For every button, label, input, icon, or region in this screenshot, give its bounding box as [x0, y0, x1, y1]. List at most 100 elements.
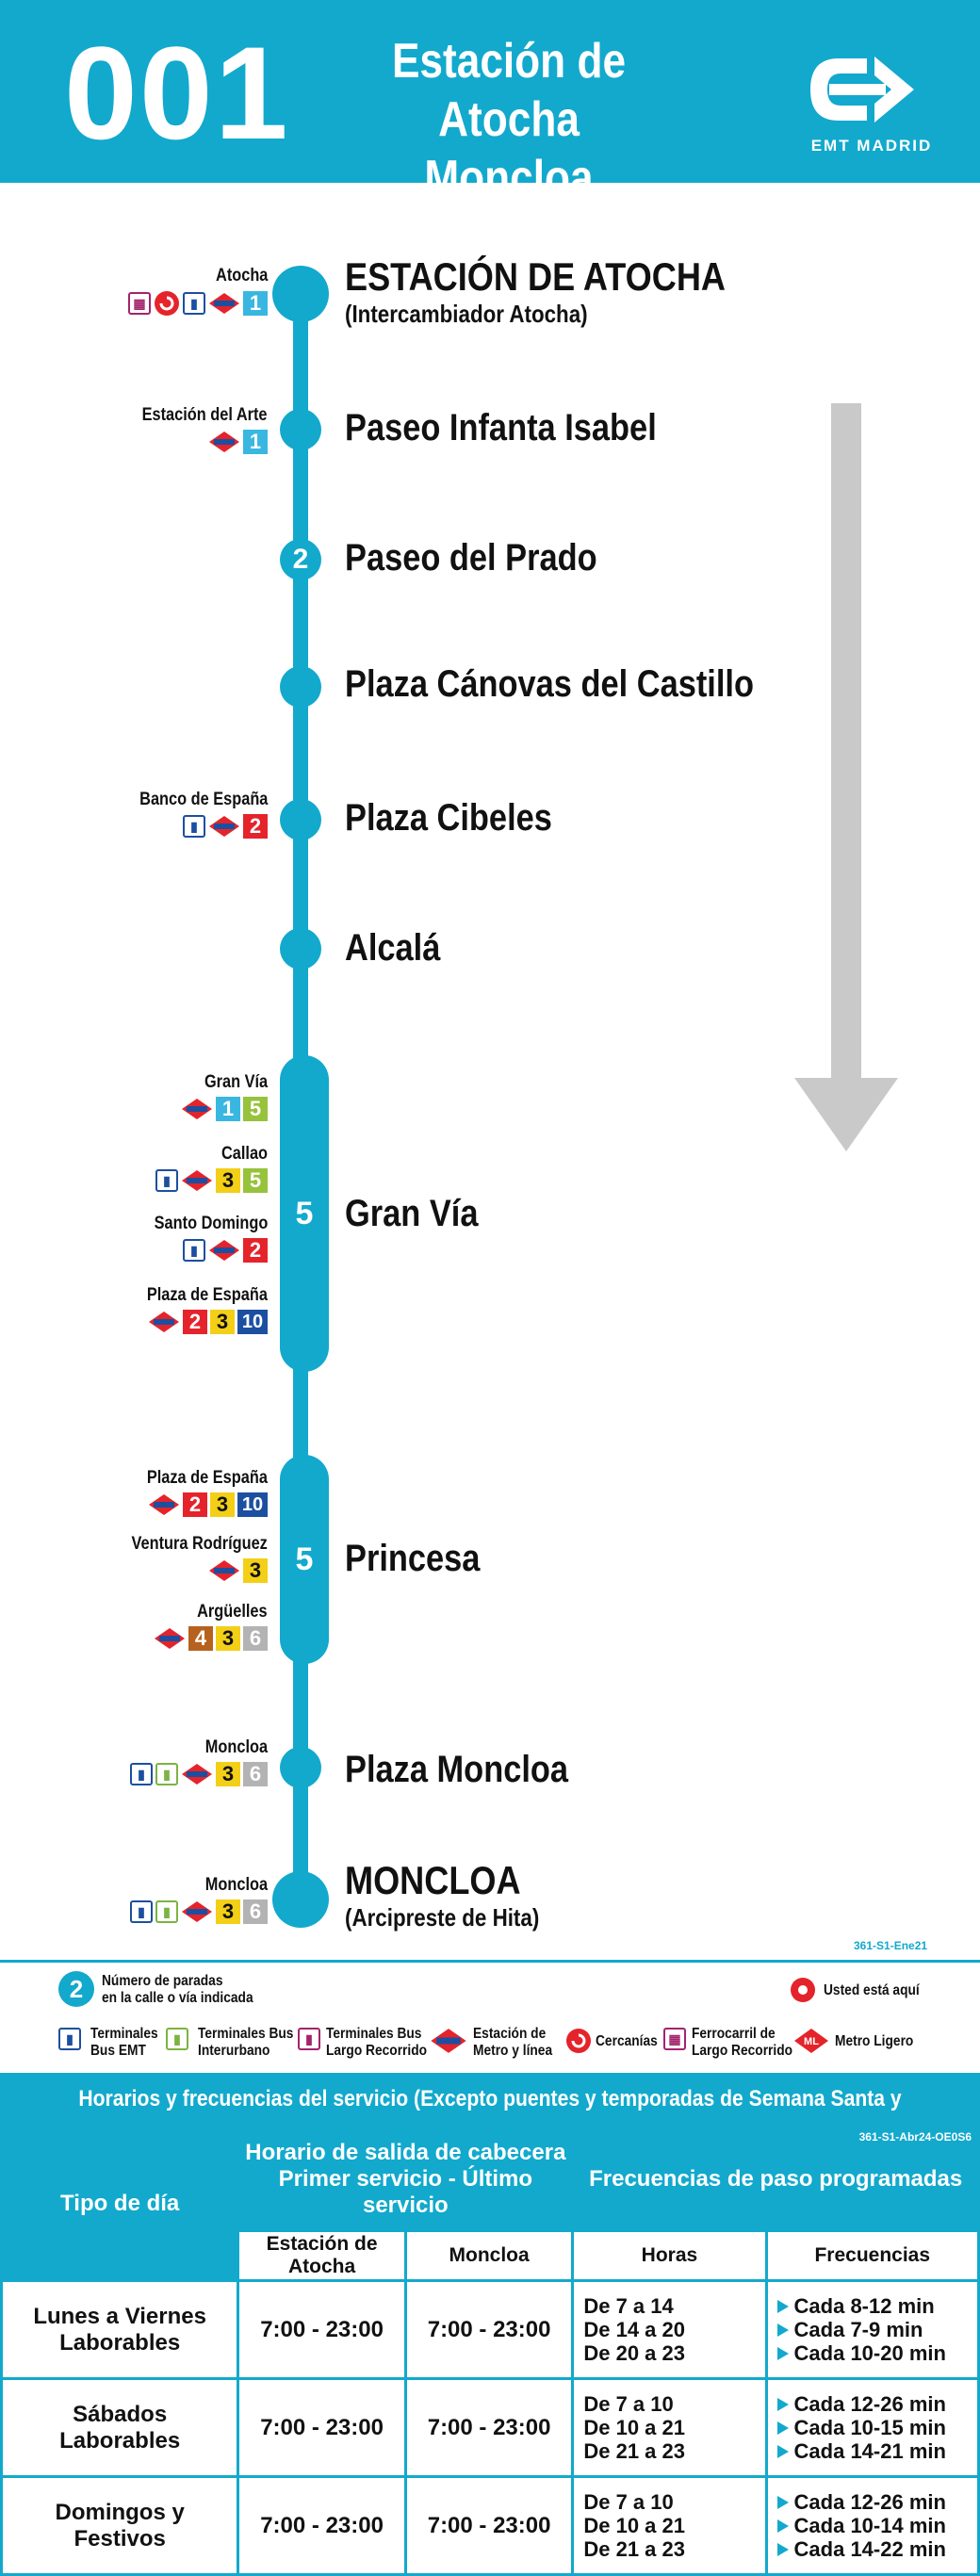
route-title: Estación de Atocha Moncloa	[341, 32, 678, 207]
col-frequency-label: Frecuencias de paso programadas	[589, 2165, 963, 2192]
cercanias-icon	[155, 291, 179, 316]
connection-icons: 4 3 6	[154, 1626, 268, 1651]
connection-name: Argüelles	[197, 1602, 268, 1622]
frequency-value: Cada 8-12 min	[793, 2294, 935, 2318]
sub-hours: Horas	[571, 2229, 768, 2282]
svg-text:ML: ML	[804, 2036, 819, 2047]
arrow-right-icon	[776, 2346, 789, 2360]
frequency-value: Cada 14-21 min	[793, 2439, 946, 2463]
connection-name: Banco de España	[139, 790, 268, 809]
frequency-item: Cada 12-26 min	[776, 2392, 976, 2416]
col-departure-line1: Horario de salida de cabecera	[245, 2139, 566, 2165]
frequency-value: Cada 12-26 min	[793, 2490, 946, 2514]
stop-name: MONCLOA	[345, 1858, 521, 1902]
schedule-title-bar: Horarios y frecuencias del servicio (Exc…	[0, 2073, 980, 2164]
day-type-line2: Festivos	[74, 2525, 166, 2552]
legend-cercanias: Cercanías	[596, 2033, 658, 2049]
frequency-value: Cada 10-15 min	[793, 2416, 946, 2439]
connection-icons: ▮ 3 5	[155, 1168, 268, 1193]
hour-range: De 7 a 10	[583, 2392, 674, 2416]
stop-node	[280, 666, 321, 708]
frequency-item: Cada 10-20 min	[776, 2341, 976, 2365]
bus-interurbano-icon: ▮	[155, 1900, 178, 1923]
metro-line-10: 10	[237, 1310, 268, 1334]
legend-bus-emt: Terminales Bus EMT	[90, 2026, 158, 2059]
map-code: 361-S1-Ene21	[854, 1939, 928, 1952]
you-are-here-icon	[791, 1978, 815, 2002]
sub-atocha: Estación de Atocha	[237, 2229, 407, 2282]
connection-icons: ▮ 2	[183, 814, 268, 839]
day-type-line1: Lunes a Viernes	[33, 2303, 206, 2329]
metro-icon	[149, 1494, 179, 1515]
direction-arrow-shaft	[831, 403, 861, 1082]
day-type-line1: Domingos y	[55, 2499, 185, 2525]
connection-icons: 1	[208, 430, 268, 454]
legend-divider	[0, 1960, 980, 1963]
hour-range: De 20 a 23	[583, 2341, 685, 2365]
frequency-value: Cada 7-9 min	[793, 2318, 923, 2341]
metro-line-2: 2	[183, 1310, 207, 1334]
day-type-line2: Laborables	[59, 2427, 181, 2454]
frequency-item: Cada 7-9 min	[776, 2318, 976, 2341]
arrow-right-icon	[776, 2542, 789, 2556]
stop-name: Plaza Cibeles	[345, 797, 552, 839]
metro-icon	[182, 1901, 212, 1922]
table-row: Lunes a Viernes Laborables 7:00 - 23:00 …	[0, 2279, 980, 2380]
frequency-cell: Cada 12-26 min Cada 10-15 min Cada 14-21…	[764, 2377, 980, 2478]
moncloa-time-cell: 7:00 - 23:00	[403, 2475, 575, 2576]
metro-icon	[209, 816, 239, 837]
bus-emt-icon: ▮	[130, 1763, 153, 1785]
frequency-item: Cada 14-21 min	[776, 2439, 976, 2463]
metro-line-2: 2	[183, 1492, 207, 1517]
connection-icons: 1 5	[181, 1097, 268, 1121]
hours-cell: De 7 a 14 De 14 a 20 De 20 a 23	[571, 2279, 768, 2380]
bus-emt-icon: ▮	[183, 1239, 205, 1262]
direction-arrow-icon	[794, 1078, 898, 1151]
legend-bus-largo: Terminales Bus Largo Recorrido	[326, 2026, 428, 2059]
moncloa-time-cell: 7:00 - 23:00	[403, 2377, 575, 2478]
arrow-right-icon	[776, 2323, 789, 2337]
hour-range: De 21 a 23	[583, 2537, 685, 2561]
metro-icon	[431, 2029, 466, 2053]
frequency-item: Cada 8-12 min	[776, 2294, 976, 2318]
day-type-cell: Lunes a Viernes Laborables	[0, 2279, 240, 2380]
metro-icon	[209, 293, 239, 314]
bus-emt-icon: ▮	[183, 815, 205, 838]
connection-icons: ▮ ▮ 3 6	[130, 1899, 268, 1924]
header-banner: 001 Estación de Atocha Moncloa EMT MADRI…	[0, 0, 980, 205]
frequency-value: Cada 10-14 min	[793, 2514, 946, 2537]
train-long-distance-icon: ▦	[663, 2028, 686, 2050]
connection-name: Plaza de España	[146, 1468, 268, 1488]
operator-name: EMT MADRID	[810, 137, 933, 155]
metro-line-4: 4	[188, 1626, 213, 1651]
metro-icon	[182, 1170, 212, 1191]
metro-icon	[209, 1560, 239, 1581]
metro-icon	[182, 1764, 212, 1785]
legend-stops-number: Número de paradas en la calle o vía indi…	[102, 1973, 253, 2006]
metro-line-3: 3	[210, 1310, 235, 1334]
metro-line-3: 3	[216, 1899, 240, 1924]
stop-count-badge: 2	[280, 539, 321, 580]
stop-name: Princesa	[345, 1538, 481, 1579]
hours-cell: De 7 a 10 De 10 a 21 De 21 a 23	[571, 2475, 768, 2576]
frequency-cell: Cada 12-26 min Cada 10-14 min Cada 14-22…	[764, 2475, 980, 2576]
bus-emt-icon: ▮	[155, 1169, 178, 1192]
connection-icons: 2 3 10	[148, 1492, 268, 1517]
col-frequency: 361-S1-Abr24-OE0S6 Frecuencias de paso p…	[571, 2126, 980, 2232]
frequency-value: Cada 14-22 min	[793, 2537, 946, 2561]
stop-node	[280, 1747, 321, 1788]
bus-emt-icon: ▮	[183, 292, 205, 315]
arrow-right-icon	[776, 2519, 789, 2533]
stop-group-pill: 5	[280, 1055, 329, 1372]
stop-node-terminal	[272, 266, 329, 322]
metro-line-6: 6	[243, 1626, 268, 1651]
frequency-value: Cada 12-26 min	[793, 2392, 946, 2416]
metro-icon	[155, 1628, 185, 1649]
col-day-type: Tipo de día	[0, 2126, 240, 2282]
stop-name: Plaza Cánovas del Castillo	[345, 663, 754, 705]
schedule-table: Tipo de día Horario de salida de cabecer…	[0, 2126, 980, 2576]
stop-subtitle: (Intercambiador Atocha)	[345, 300, 588, 328]
arrow-right-icon	[776, 2299, 789, 2313]
connection-name: Ventura Rodríguez	[131, 1534, 268, 1554]
metro-line-10: 10	[237, 1492, 268, 1517]
